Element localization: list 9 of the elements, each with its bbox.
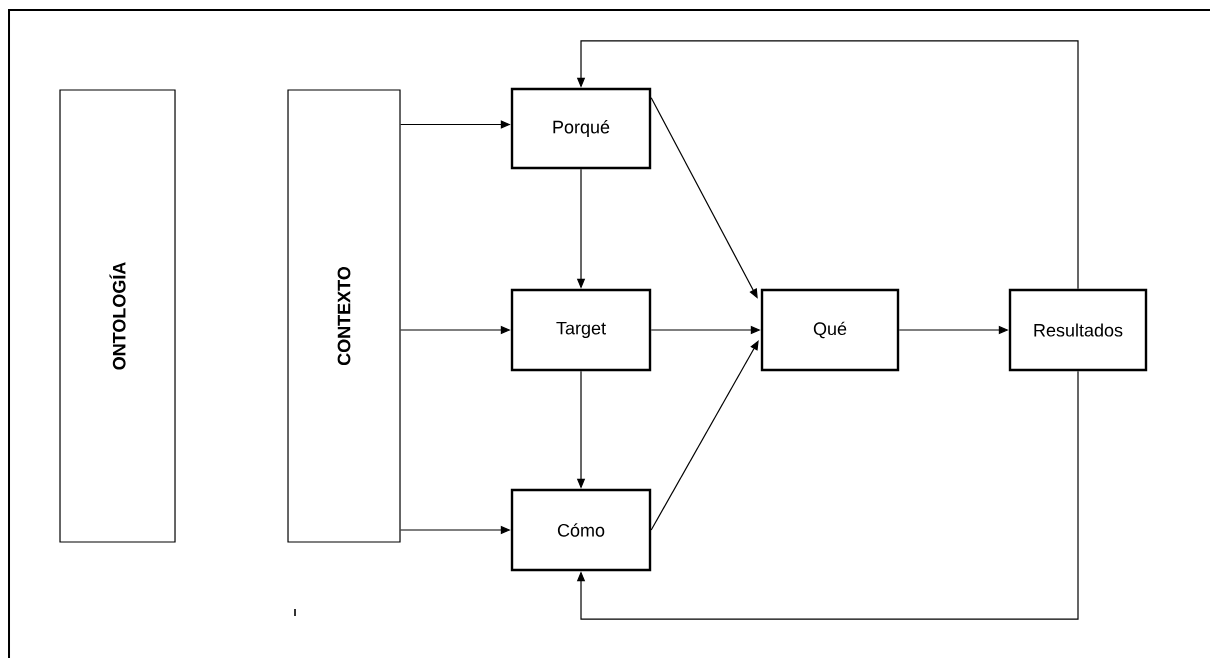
process-box: Target	[510, 288, 652, 372]
vertical-box: CONTEXTO	[287, 89, 401, 543]
process-box: Porqué	[510, 87, 652, 170]
vertical-box: ONTOLOGÍA	[59, 89, 176, 543]
arrow	[576, 370, 1079, 620]
process-box: Qué	[760, 288, 900, 372]
arrow	[650, 340, 759, 531]
process-box: Cómo	[510, 488, 652, 572]
process-box: Resultados	[1008, 288, 1148, 372]
